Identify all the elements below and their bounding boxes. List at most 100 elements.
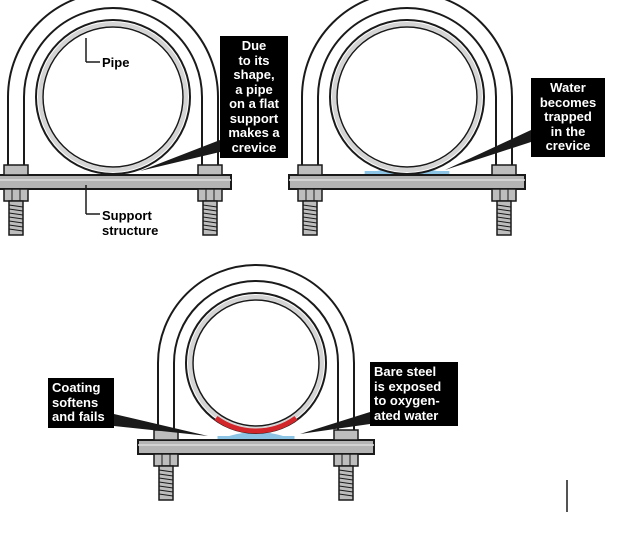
panel-3-bolt-2-thread: [338, 489, 354, 493]
water-callout-line: becomes: [539, 94, 597, 110]
panel-1-bolt-1-thread: [8, 208, 24, 212]
panel-1-bolt-1-thread: [8, 212, 24, 216]
panel-2-top-nut-2: [491, 164, 517, 176]
crevice-callout-line: makes a: [228, 125, 280, 140]
panel-1-pipe-coating: [38, 22, 188, 172]
water-callout-line: crevice: [545, 138, 591, 153]
crevice-callout: Due to its shape, a pipe on a flat suppo…: [220, 36, 288, 158]
panel-3-bolt-2-thread: [338, 485, 354, 489]
panel-1-bolt-2-thread: [202, 228, 218, 232]
water-callout-pointer: [445, 130, 531, 170]
panel-3-corroded-steel: [214, 415, 298, 434]
bare-steel-callout-line: Bare steel: [374, 364, 437, 379]
panel-2-bolt-2-thread: [496, 208, 512, 212]
support-label-line-2: structure: [102, 223, 159, 238]
crevice-callout-line: crevice: [231, 139, 277, 155]
panel-1-bolt-1-thread: [8, 224, 24, 228]
panel-3-support-plate: [137, 439, 375, 455]
panel-3-bolt-1-nut: [153, 453, 179, 467]
panel-3-bolt-1-thread: [158, 481, 174, 485]
crevice-callout-line: a pipe: [235, 81, 273, 97]
panel-3-bolt-2-thread: [338, 477, 354, 481]
crevice-callout-line: on a flat: [229, 96, 279, 111]
panel-3-bolt-1-thread: [158, 485, 174, 489]
panel-3-bolt-1-thread: [158, 477, 174, 481]
panel-1-bolt-2-thread: [202, 208, 218, 212]
panel-1-bolt-1-nut: [3, 188, 29, 202]
panel-1-pipe-inner-wall: [42, 26, 184, 168]
panel-2-u-bolt-outer-edge: [301, 0, 513, 175]
panel-3-pipe-inner-wall: [192, 299, 320, 427]
panel-1-bolt-2-nut: [197, 188, 223, 202]
panel-3-bolt-1-thread: [158, 469, 174, 473]
bare-steel-callout-line: to oxygen-: [374, 393, 440, 408]
crevice-callout-line: shape,: [233, 67, 275, 82]
crevice-callout-line: Due: [241, 38, 267, 53]
panel-3-bolt-2-thread: [338, 481, 354, 485]
panel-1-bolt-2-thread: [202, 216, 218, 220]
panel-2-pipe-coating: [332, 22, 482, 172]
pipe-label-text: Pipe: [102, 55, 130, 70]
panel-2-pipe-inner-wall: [336, 26, 478, 168]
water-callout-line: trapped: [544, 109, 592, 124]
panel-3-bolt-2-nut: [333, 453, 359, 467]
panel-1-u-bolt-inner-edge: [23, 7, 203, 175]
crevice-callout-line: to its: [238, 52, 270, 68]
panel-2-bolt-2-thread: [496, 228, 512, 232]
bare-steel-callout: Bare steel is exposed to oxygen- ated wa…: [370, 362, 458, 426]
bare-steel-callout-line: ated water: [374, 407, 439, 423]
coating-callout-line: softens: [52, 394, 99, 410]
panel-2-bolt-2-thread: [496, 212, 512, 216]
panel-2-bolt-1-thread: [302, 220, 318, 224]
panel-2-bolt-1-thread: [302, 228, 318, 232]
panel-1-bolt-2-thread: [202, 212, 218, 216]
bare-steel-callout-line: is exposed: [374, 378, 442, 394]
panel-3-u-bolt-outer-edge: [157, 264, 355, 440]
panel-3-pipe: [185, 292, 327, 434]
coating-fails-callout: Coating softens and fails: [48, 378, 114, 428]
crevice-callout-pointer: [140, 140, 220, 171]
panel-2-bolt-2-thread: [496, 216, 512, 220]
water-callout-line: in the: [550, 123, 586, 139]
coating-callout-pointer: [114, 414, 208, 436]
panel-3-bolt-2-thread: [338, 493, 354, 497]
panel-2-u-bolt-inner-edge: [317, 7, 497, 175]
panel-1-top-nut-2: [197, 164, 223, 176]
panel-2-support-plate: [288, 174, 526, 190]
panel-2-bolt-1-nut: [297, 188, 323, 202]
panel-1-bolt-2-thread: [202, 204, 218, 208]
pipe-label: Pipe: [102, 55, 129, 70]
panel-1-bolt-1-thread: [8, 216, 24, 220]
panel-1-bolt-1-thread: [8, 228, 24, 232]
panel-3-u-bolt-inner-edge: [173, 280, 339, 440]
support-structure-label: Support structure: [102, 208, 158, 238]
panel-1-bolt-1-thread: [8, 204, 24, 208]
panel-2-top-nut-1: [297, 164, 323, 176]
panel-2-bolt-1-thread: [302, 224, 318, 228]
panel-2-bolt-2-thread: [496, 220, 512, 224]
water-trapped-callout: Water becomes trapped in the crevice: [531, 78, 605, 157]
panel-2-bolt-2-nut: [491, 188, 517, 202]
panel-1-u-bolt-outer-edge: [7, 0, 219, 175]
panel-2-bolt-1-thread: [302, 208, 318, 212]
panel-1-support-plate: [0, 174, 232, 190]
support-label-line-1: Support: [102, 208, 152, 223]
panel-2-bolt-1-thread: [302, 204, 318, 208]
crevice-callout-line: support: [229, 110, 279, 126]
panel-2-bolt-2-thread: [496, 204, 512, 208]
coating-callout-line: Coating: [52, 380, 101, 395]
panel-3-bolt-1-thread: [158, 489, 174, 493]
panel-2-bolt-1-thread: [302, 216, 318, 220]
panel-3-bolt-1-thread: [158, 493, 174, 497]
panel-3-bolt-2-thread: [338, 469, 354, 473]
panel-1-pipe: [35, 19, 191, 175]
panel-1-bolt-2-thread: [202, 220, 218, 224]
panel-1-bolt-2-thread: [202, 224, 218, 228]
bare-steel-callout-pointer: [300, 412, 370, 434]
panel-1-bolt-1-thread: [8, 220, 24, 224]
coating-callout-line: and fails: [52, 409, 105, 424]
panel-1-top-nut-1: [3, 164, 29, 176]
panel-3-bolt-1-thread: [158, 473, 174, 477]
